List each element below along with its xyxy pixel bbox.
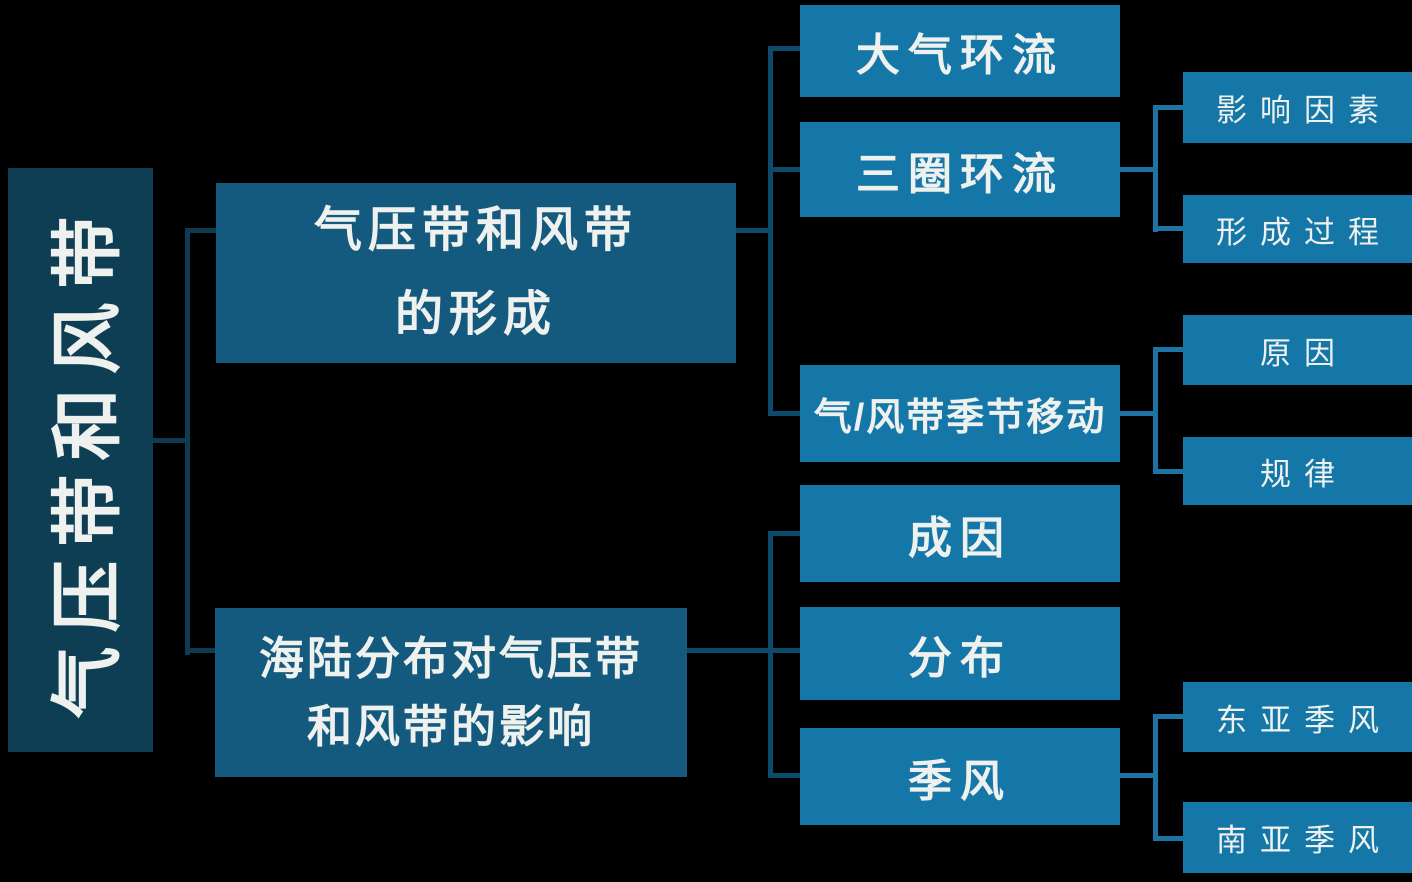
connector-seasonal-trunk bbox=[1153, 347, 1158, 474]
node-seasonal-movement: 气/风带季节移动 bbox=[800, 365, 1120, 462]
node-formation-process: 形成过程 bbox=[1183, 195, 1412, 263]
node-land-sea-label-line2: 和风带的影响 bbox=[306, 700, 595, 752]
node-distribution-label: 分布 bbox=[908, 633, 1012, 683]
connector-to-east-asian-monsoon bbox=[1153, 714, 1183, 719]
node-east-asian-monsoon-label: 东亚季风 bbox=[1216, 702, 1392, 739]
connector-seasonal-stub bbox=[1120, 411, 1158, 416]
connector-monsoon-stub bbox=[1120, 773, 1158, 778]
connector-to-reason bbox=[1153, 347, 1183, 352]
node-distribution: 分布 bbox=[800, 607, 1120, 700]
connector-root-trunk bbox=[185, 228, 190, 655]
connector-three-cell-stub bbox=[1120, 167, 1158, 172]
connector-monsoon-trunk bbox=[1153, 714, 1158, 841]
node-three-cell-circulation-label: 三圈环流 bbox=[856, 149, 1064, 199]
node-reason: 原因 bbox=[1183, 315, 1412, 385]
node-south-asian-monsoon-label: 南亚季风 bbox=[1216, 823, 1392, 859]
connector-to-formation bbox=[185, 228, 216, 233]
node-three-cell-circulation: 三圈环流 bbox=[800, 122, 1120, 217]
node-east-asian-monsoon: 东亚季风 bbox=[1183, 682, 1412, 752]
connector-land-sea-stub bbox=[687, 648, 772, 653]
node-south-asian-monsoon: 南亚季风 bbox=[1183, 802, 1412, 873]
node-root-label: 气压带和风带 bbox=[48, 201, 129, 719]
connector-to-seasonal-movement bbox=[768, 411, 800, 416]
node-atmospheric-circulation-label: 大气环流 bbox=[856, 31, 1064, 80]
connector-to-south-asian-monsoon bbox=[1153, 836, 1183, 841]
node-seasonal-movement-label: 气/风带季节移动 bbox=[813, 397, 1107, 439]
connector-to-distribution bbox=[768, 648, 800, 653]
node-cause-label: 成因 bbox=[908, 513, 1012, 563]
connector-to-formation-process bbox=[1153, 226, 1183, 231]
node-monsoon: 季风 bbox=[800, 728, 1120, 825]
connector-land-sea-trunk bbox=[768, 531, 773, 778]
connector-to-monsoon bbox=[768, 773, 800, 778]
node-root: 气压带和风带 bbox=[8, 168, 153, 752]
node-land-sea: 海陆分布对气压带 和风带的影响 bbox=[215, 608, 687, 777]
connector-to-land-sea bbox=[185, 648, 215, 653]
node-land-sea-label-line1: 海陆分布对气压带 bbox=[258, 633, 643, 684]
node-formation-process-label: 形成过程 bbox=[1216, 214, 1392, 251]
connector-to-influencing-factors bbox=[1153, 105, 1183, 110]
connector-to-three-cell bbox=[768, 167, 800, 172]
node-cause: 成因 bbox=[800, 485, 1120, 582]
node-monsoon-label: 季风 bbox=[908, 756, 1012, 806]
node-pattern: 规律 bbox=[1183, 437, 1412, 505]
connector-root-stub bbox=[153, 438, 187, 443]
node-reason-label: 原因 bbox=[1260, 335, 1348, 372]
node-atmospheric-circulation: 大气环流 bbox=[800, 5, 1120, 97]
node-pattern-label: 规律 bbox=[1260, 456, 1348, 493]
connector-three-cell-trunk bbox=[1153, 105, 1158, 232]
connector-formation-trunk bbox=[768, 46, 773, 416]
node-formation: 气压带和风带 的形成 bbox=[216, 183, 736, 363]
node-formation-label-line2: 的形成 bbox=[394, 288, 557, 341]
connector-to-atmospheric-circulation bbox=[768, 46, 800, 51]
node-influencing-factors-label: 影响因素 bbox=[1216, 93, 1392, 129]
connector-to-cause bbox=[768, 531, 800, 536]
node-influencing-factors: 影响因素 bbox=[1183, 72, 1412, 143]
connector-to-pattern bbox=[1153, 469, 1183, 474]
connector-formation-stub bbox=[736, 228, 772, 233]
node-formation-label-line1: 气压带和风带 bbox=[313, 204, 638, 257]
